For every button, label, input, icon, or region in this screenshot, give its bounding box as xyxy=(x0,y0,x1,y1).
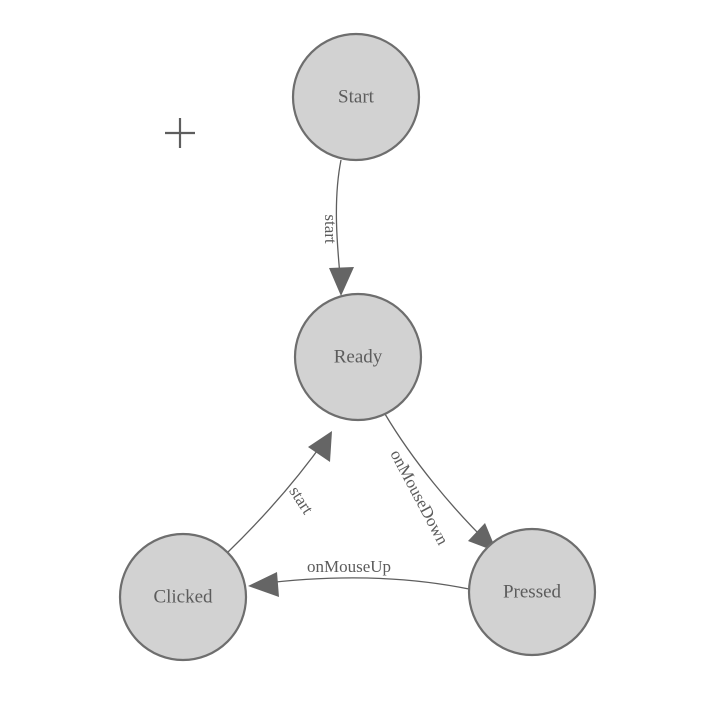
cursor-layer xyxy=(165,118,195,148)
node-pressed[interactable]: Pressed xyxy=(467,527,597,657)
edge-pressed-to-clicked[interactable]: onMouseUp xyxy=(248,557,470,597)
node-label-clicked: Clicked xyxy=(153,586,213,607)
node-shape-pressed[interactable] xyxy=(467,527,597,657)
node-label-start: Start xyxy=(338,86,375,107)
edge-start-to-ready[interactable]: start xyxy=(321,159,354,296)
node-label-ready: Ready xyxy=(334,346,383,367)
node-ready[interactable]: Ready xyxy=(293,292,423,422)
node-shape-clicked[interactable] xyxy=(118,532,248,662)
node-shape-start[interactable] xyxy=(291,32,421,162)
edge-line-clicked-to-ready xyxy=(227,439,326,553)
edge-label-ready-to-pressed: onMouseDown xyxy=(386,447,452,549)
edge-ready-to-pressed[interactable]: onMouseDown xyxy=(384,413,497,552)
edge-arrowhead-pressed-to-clicked xyxy=(248,572,279,597)
edge-label-pressed-to-clicked: onMouseUp xyxy=(307,557,391,576)
edge-line-pressed-to-clicked xyxy=(257,577,470,590)
node-label-pressed: Pressed xyxy=(503,581,562,602)
edge-clicked-to-ready[interactable]: start xyxy=(227,431,332,553)
node-clicked[interactable]: Clicked xyxy=(118,532,248,662)
edge-arrowhead-start-to-ready xyxy=(329,267,354,296)
edge-label-start-to-ready: start xyxy=(321,214,340,244)
crosshair-marker-icon xyxy=(165,118,195,148)
node-start[interactable]: Start xyxy=(291,32,421,162)
edge-label-clicked-to-ready: start xyxy=(285,483,317,518)
edge-arrowhead-clicked-to-ready xyxy=(308,431,332,462)
node-shape-ready[interactable] xyxy=(293,292,423,422)
